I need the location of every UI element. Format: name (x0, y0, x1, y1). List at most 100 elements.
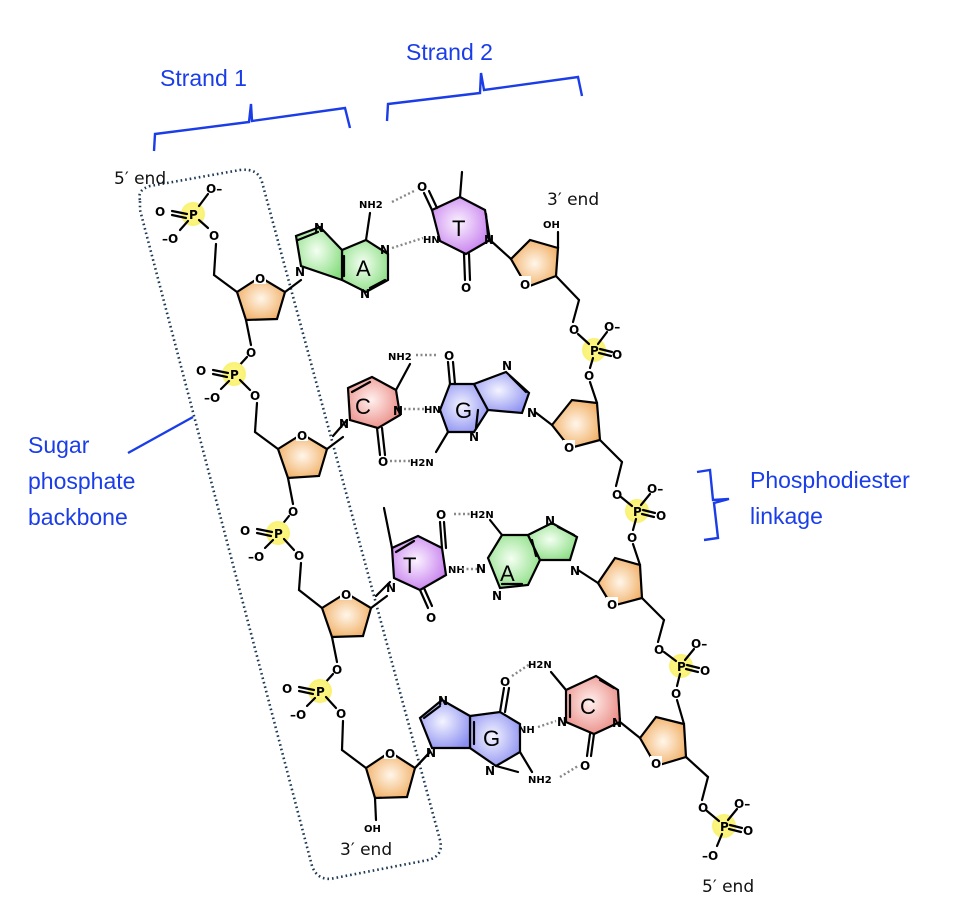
hydrogen-bond (559, 764, 579, 779)
atom-label: O (743, 824, 753, 838)
atom-label: –O (702, 849, 718, 863)
atom-label: O (336, 707, 346, 721)
chemical-bond (422, 704, 442, 720)
atom-label: O (612, 488, 622, 502)
base-ring (346, 375, 402, 430)
base-cytosine-4: H2N N N O C (528, 660, 642, 773)
base-letter-A: A (500, 561, 515, 586)
chemical-bond (446, 360, 452, 386)
base-ring (294, 225, 344, 282)
chemical-bond (715, 832, 724, 848)
atom-label: P (189, 208, 198, 222)
chemical-bond (255, 531, 273, 538)
atom-label: N (485, 764, 495, 778)
atom-label: O (580, 759, 590, 773)
atom-label: P (677, 660, 686, 674)
chemical-bond (434, 430, 450, 454)
strand2-label: Strand 2 (406, 39, 493, 65)
base-guanine-2: O HN N N N H2N G (410, 349, 554, 469)
strand2-sugar-2: O O (550, 398, 624, 502)
chemical-bond (340, 748, 368, 770)
chemical-bond (297, 588, 324, 610)
atom-label: NH2 (388, 352, 412, 363)
atom-label: HN (424, 405, 441, 416)
chemical-bond (488, 518, 504, 537)
strand2-label-group: Strand 2 (385, 39, 584, 122)
atom-label: H2N (528, 660, 552, 671)
atom-label: N (339, 417, 349, 431)
strand2-5prime-end: 5′ end (702, 877, 754, 897)
deoxyribose-pentagon (509, 238, 560, 289)
chemical-bond (331, 418, 349, 438)
strand1-sugar-2: O O (276, 428, 345, 519)
chemical-bond (631, 517, 638, 532)
atom-label: O (297, 429, 307, 443)
chemical-bond (422, 191, 434, 212)
chemical-bond (382, 506, 394, 550)
backbone-label-line2: phosphate (28, 468, 135, 494)
chemical-bond (374, 580, 392, 598)
chemical-bond (700, 775, 710, 802)
chemical-bond (178, 219, 190, 232)
chemical-bond (640, 512, 656, 519)
chemical-bond (618, 720, 642, 740)
atom-label: N (360, 287, 370, 301)
chemical-bond (571, 298, 581, 324)
atom-label: O (651, 757, 661, 771)
atom-label: P (230, 368, 239, 382)
chemical-bond (467, 252, 472, 282)
chemical-bond (380, 426, 387, 457)
atom-label: N (545, 514, 555, 528)
chemical-bond (640, 596, 666, 622)
atom-label: O (209, 229, 219, 243)
chemical-bond (350, 380, 372, 394)
strand1-phosphate-3: P O –O O (240, 514, 324, 610)
chemical-bond (549, 670, 568, 692)
atom-label: N (426, 746, 436, 760)
base-letter-C: C (580, 694, 596, 719)
strand1-sugar-3: O O (320, 587, 389, 677)
base-adenine-1: N N N N NH2 A (294, 200, 390, 301)
atom-label: N (557, 715, 567, 729)
linkage-label-line2: linkage (750, 503, 823, 529)
base-letter-A: A (356, 256, 371, 281)
chemical-bond (619, 495, 634, 508)
atom-label: NH (448, 565, 465, 576)
chemical-bond (238, 378, 252, 392)
atom-label: O (671, 687, 681, 701)
deoxyribose-pentagon (638, 715, 688, 768)
atom-label: N (469, 430, 479, 444)
chemical-bond (375, 426, 382, 457)
base-cytosine-2: NH2 N N O C (331, 352, 412, 469)
atom-label: O (417, 180, 427, 194)
atom-label: O (240, 524, 250, 538)
chemical-bond (631, 542, 642, 567)
atom-label: H2N (410, 458, 434, 469)
backbone-pointer-line (127, 415, 194, 455)
backbone-label-line1: Sugar (28, 432, 90, 458)
chemical-bond (263, 538, 275, 550)
chemical-bond (305, 696, 317, 708)
strand2-phosphate-3: P O– O O (662, 637, 710, 726)
strand1-sugar-4: O OH (364, 746, 432, 835)
atom-label: O (627, 531, 637, 545)
chemical-bond (253, 401, 259, 434)
chemical-bond (282, 537, 296, 552)
chemical-bond (554, 274, 581, 302)
strand2-phosphate-2: P O– O O (619, 482, 666, 567)
chemical-bond (462, 252, 467, 282)
chemical-bond (508, 374, 528, 394)
atom-label: –O (162, 232, 178, 246)
chemical-bond (498, 686, 506, 714)
chemical-bond (705, 809, 721, 823)
chemical-bond (369, 594, 389, 610)
base-pair-4: N N O NH N NH2 G H2N N N O C (413, 660, 642, 786)
chemical-bond (494, 764, 520, 774)
chemical-bond (598, 347, 614, 354)
atom-label: H2N (470, 510, 494, 521)
atom-label: N (314, 221, 324, 235)
atom-label: NH2 (359, 200, 383, 211)
atom-label: O (656, 509, 666, 523)
atom-label: O (569, 323, 579, 337)
atom-label: N (386, 581, 396, 595)
